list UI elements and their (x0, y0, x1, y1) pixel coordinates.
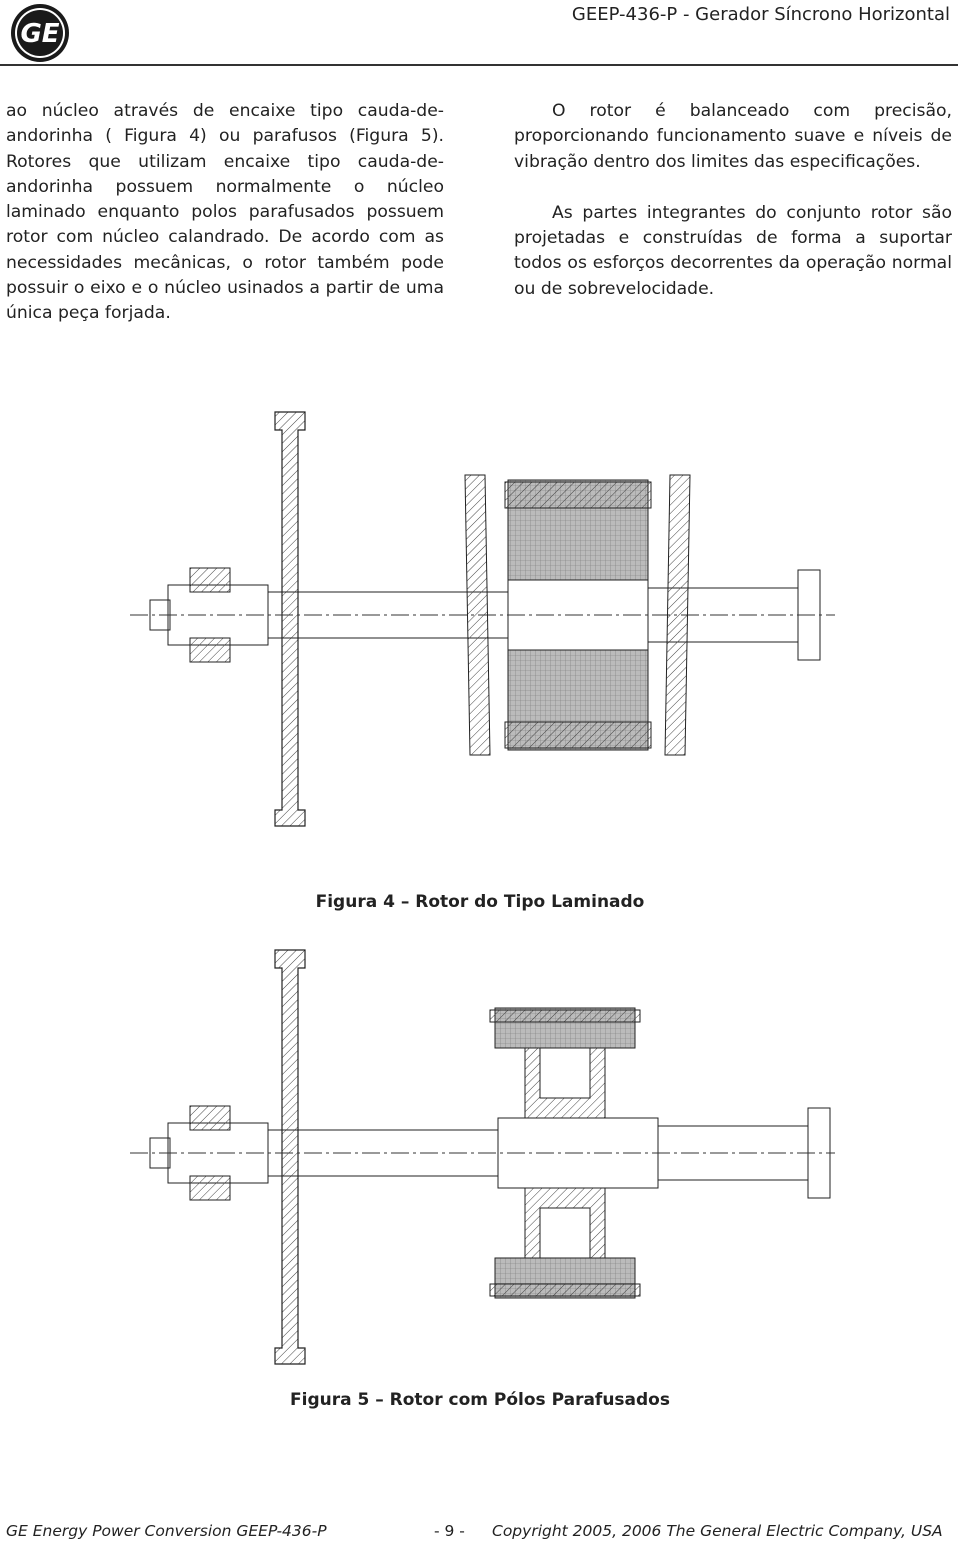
left-paragraph: ao núcleo através de encaixe tipo cauda-… (6, 101, 444, 324)
figure-4-rotor-laminated-drawing (130, 411, 835, 827)
figure-5-rotor-bolted-poles-drawing (130, 949, 835, 1365)
right-column: O rotor é balanceado com precisão, propo… (514, 99, 952, 328)
svg-text:GE: GE (20, 19, 59, 49)
page-number: - 9 - (434, 1522, 465, 1540)
right-paragraph-1: O rotor é balanceado com precisão, propo… (514, 101, 952, 172)
right-paragraph-2: As partes integrantes do conjunto rotor … (514, 202, 952, 299)
footer-copyright: Copyright 2005, 2006 The General Electri… (492, 1522, 943, 1540)
figure-4-caption: Figura 4 – Rotor do Tipo Laminado (315, 892, 645, 912)
footer-doc-ref: GE Energy Power Conversion GEEP-436-P (6, 1522, 327, 1540)
document-title: GEEP-436-P - Gerador Síncrono Horizontal (571, 4, 950, 25)
header-rule (0, 64, 958, 66)
ge-logo: GE (11, 4, 69, 62)
page-header: GE GEEP-436-P - Gerador Síncrono Horizon… (0, 0, 960, 66)
left-column: ao núcleo através de encaixe tipo cauda-… (6, 99, 444, 353)
figure-5-caption: Figura 5 – Rotor com Pólos Parafusados (290, 1390, 670, 1410)
